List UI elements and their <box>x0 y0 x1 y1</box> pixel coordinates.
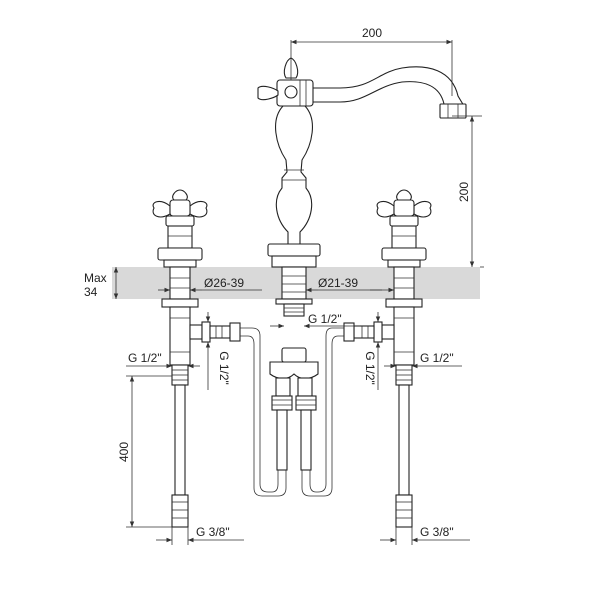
hose-length-label: 400 <box>117 442 131 462</box>
spout-reach-label: 200 <box>362 26 382 40</box>
spout-height-label: 200 <box>457 182 471 202</box>
max-thickness-value: 34 <box>84 285 98 299</box>
dimension-spout-height <box>452 115 484 268</box>
dimension-hose-length <box>126 375 172 528</box>
spout-assembly <box>257 57 467 317</box>
right-inlet-thread-v: G 1/2" <box>363 351 377 385</box>
left-inlet-thread-v: G 1/2" <box>217 351 231 385</box>
right-inlet-thread-h: G 1/2" <box>420 351 454 365</box>
dimension-left-hose-end <box>156 527 244 545</box>
left-inlet-thread-h: G 1/2" <box>128 351 162 365</box>
right-hose-end-label: G 3/8" <box>420 525 454 539</box>
hole-diameter-left: Ø26-39 <box>204 276 244 290</box>
connection-hoses <box>240 327 344 497</box>
center-tee-connector <box>269 347 319 471</box>
max-thickness-label: Max <box>84 271 107 285</box>
right-valve-assembly <box>343 189 432 528</box>
dimension-spout-reach <box>290 39 453 96</box>
left-hose-end-label: G 3/8" <box>196 525 230 539</box>
hole-diameter-right: Ø21-39 <box>318 276 358 290</box>
left-valve-assembly <box>152 189 241 528</box>
dimension-right-hose-end <box>380 527 470 545</box>
spout-thread-label: G 1/2" <box>308 312 342 326</box>
